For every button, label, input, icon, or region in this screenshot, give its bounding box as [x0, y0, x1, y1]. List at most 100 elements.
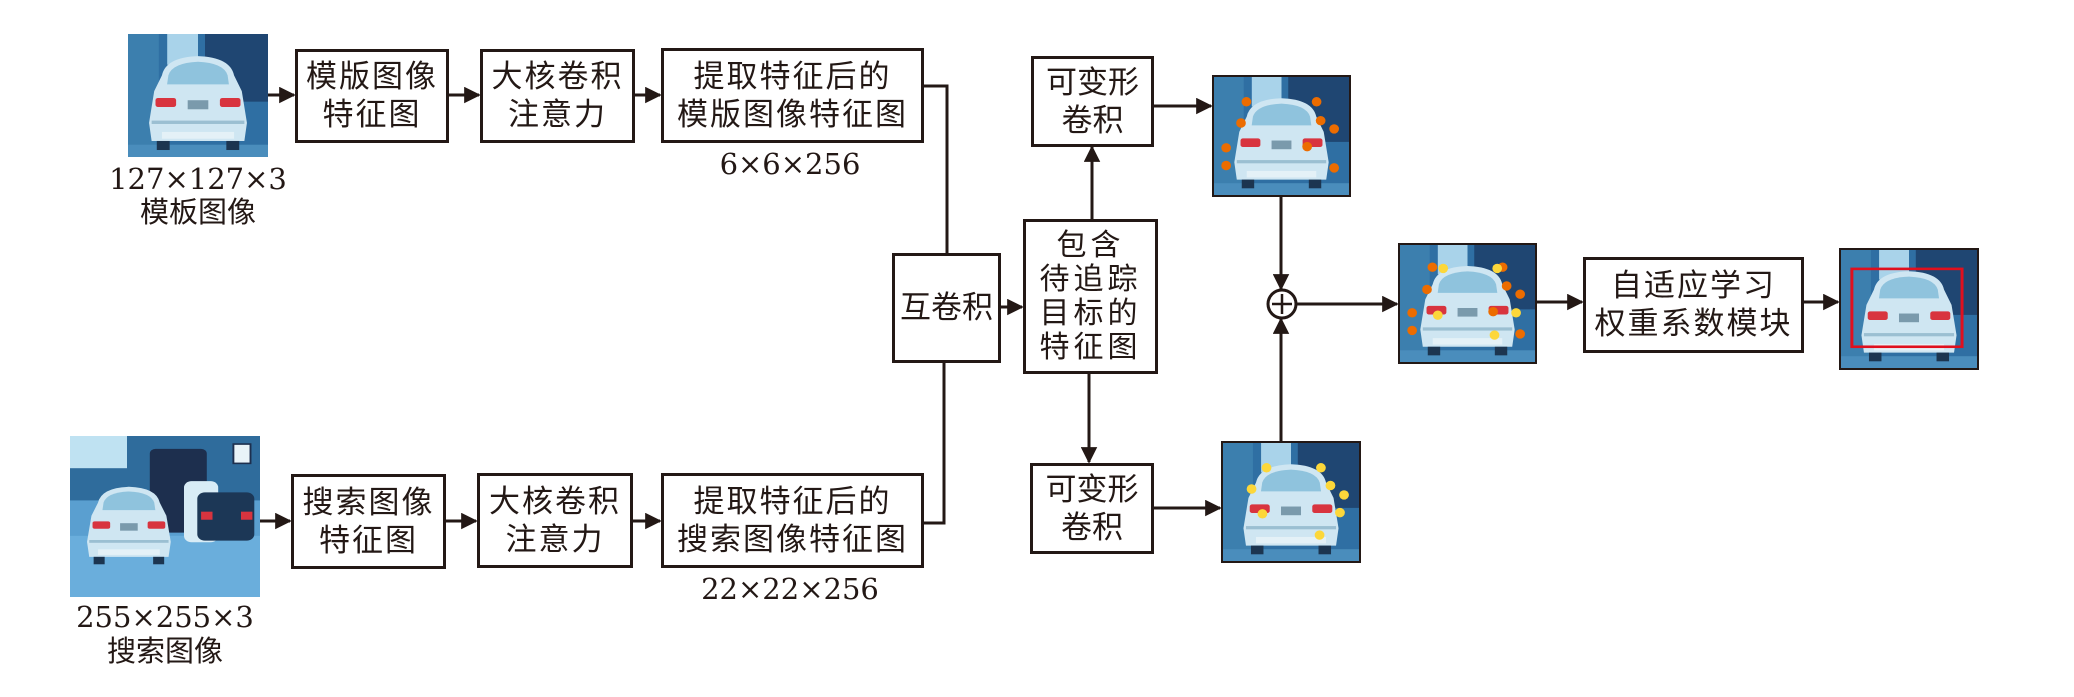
box-line: 提取特征后的 — [693, 483, 892, 520]
box-line: 特征图 — [319, 522, 418, 559]
sample-point-orange — [1302, 141, 1313, 152]
sample-point-orange — [1427, 262, 1438, 272]
car-shape — [1420, 266, 1515, 356]
deform-conv-top-box: 可变形 卷积 — [1031, 56, 1154, 147]
tracking-result-image — [1839, 248, 1979, 370]
sample-point-orange — [1422, 284, 1432, 295]
connector-template-to-xcorr — [923, 84, 949, 253]
search-extracted-size-label: 22×22×256 — [701, 572, 879, 606]
tracking-bounding-box — [1850, 267, 1964, 349]
box-line: 权重系数模块 — [1594, 306, 1793, 342]
license-plate — [187, 100, 209, 110]
search-size-label: 255×255×3 — [76, 600, 254, 634]
tail-light — [147, 521, 166, 529]
sample-point-yellow — [1335, 507, 1345, 518]
tail-light — [219, 97, 241, 108]
sample-point-orange — [1488, 307, 1499, 317]
tail-light — [1240, 138, 1261, 148]
search-attention-box: 大核卷积 注意力 — [477, 473, 633, 568]
template-attention-box: 大核卷积 注意力 — [480, 49, 635, 143]
box-line: 卷积 — [1061, 102, 1124, 139]
fused-image — [1398, 243, 1537, 364]
sample-point-yellow — [1261, 463, 1272, 473]
box-line: 可变形 — [1046, 64, 1139, 101]
box-line: 自适应学习 — [1611, 268, 1776, 304]
adaptive-weight-module-box: 自适应学习 权重系数模块 — [1583, 257, 1804, 353]
license-plate — [120, 523, 138, 531]
box-line: 包含 — [1056, 227, 1125, 263]
sample-point-orange — [1311, 97, 1322, 107]
box-line: 特征图 — [322, 97, 422, 133]
license-plate — [1457, 307, 1478, 317]
tail-light — [1867, 311, 1888, 321]
box-line: 大核卷积 — [491, 59, 624, 95]
sample-point-yellow — [1316, 463, 1326, 473]
sample-point-yellow — [1492, 263, 1503, 274]
sample-point-yellow — [1511, 308, 1521, 318]
tail-light — [155, 97, 177, 108]
tail-light — [1312, 504, 1333, 514]
template-size-label: 127×127×3 — [109, 162, 287, 196]
cross-correlation-box: 互卷积 — [892, 253, 1001, 363]
sample-point-orange — [1315, 115, 1326, 126]
sample-point-orange — [1329, 124, 1340, 134]
tail-light — [1930, 311, 1951, 321]
box-line: 互卷积 — [900, 290, 993, 326]
box-line: 注意力 — [505, 521, 605, 558]
template-feature-map-box: 模版图像 特征图 — [295, 49, 449, 143]
template-extracted-feature-box: 提取特征后的 模版图像特征图 — [661, 48, 924, 143]
search-feature-map-box: 搜索图像 特征图 — [291, 474, 446, 569]
box-line: 特征图 — [1039, 329, 1142, 365]
template-image — [128, 34, 268, 157]
license-plate — [1280, 506, 1302, 516]
search-extracted-feature-box: 提取特征后的 搜索图像特征图 — [661, 473, 924, 568]
deform-bottom-image — [1221, 441, 1361, 563]
sample-point-yellow — [1314, 530, 1325, 540]
box-line: 可变形 — [1045, 471, 1139, 508]
box-line: 提取特征后的 — [693, 58, 892, 95]
car-shape — [1234, 98, 1329, 189]
box-line: 卷积 — [1061, 509, 1123, 546]
license-plate — [1898, 313, 1920, 323]
sample-point-orange — [1501, 281, 1512, 291]
target-feature-map-box: 包含 待追踪 目标的 特征图 — [1023, 219, 1158, 374]
connector-search-to-xcorr — [923, 362, 946, 525]
deform-conv-bottom-box: 可变形 卷积 — [1030, 463, 1154, 554]
box-line: 模版图像特征图 — [677, 96, 908, 133]
box-line: 注意力 — [508, 97, 607, 133]
template-name-label: 模板图像 — [139, 195, 256, 229]
box-line: 待追踪 — [1039, 261, 1142, 297]
sample-point-orange — [1221, 143, 1232, 153]
sample-point-orange — [1329, 163, 1340, 173]
deform-top-image — [1212, 75, 1351, 197]
box-line: 搜索图像特征图 — [677, 521, 908, 558]
tail-light — [92, 521, 111, 529]
box-line: 模版图像 — [306, 59, 438, 95]
fusion-add-icon — [1266, 288, 1298, 320]
sample-point-orange — [1515, 329, 1526, 339]
sample-point-orange — [1515, 289, 1526, 299]
car-shape — [87, 486, 171, 565]
sample-point-yellow — [1438, 263, 1449, 274]
search-image — [70, 436, 260, 597]
car-shape — [149, 56, 247, 151]
sample-point-yellow — [1325, 480, 1336, 491]
sample-point-orange — [1221, 160, 1232, 171]
sample-point-yellow — [1246, 484, 1257, 494]
search-name-label: 搜索图像 — [106, 634, 223, 668]
box-line: 搜索图像 — [302, 484, 435, 521]
sample-point-yellow — [1339, 490, 1349, 500]
template-extracted-size-label: 6×6×256 — [719, 147, 861, 181]
sample-point-orange — [1236, 118, 1246, 128]
dark-car-shape — [197, 492, 255, 541]
sample-point-yellow — [1432, 310, 1443, 320]
road-sign — [232, 443, 252, 465]
license-plate — [1271, 140, 1292, 150]
sample-point-orange — [1407, 308, 1418, 318]
car-shape — [1243, 464, 1339, 555]
sample-point-orange — [1407, 325, 1418, 336]
sample-point-yellow — [1489, 330, 1500, 340]
box-line: 目标的 — [1039, 295, 1142, 331]
sample-point-orange — [1241, 97, 1252, 107]
